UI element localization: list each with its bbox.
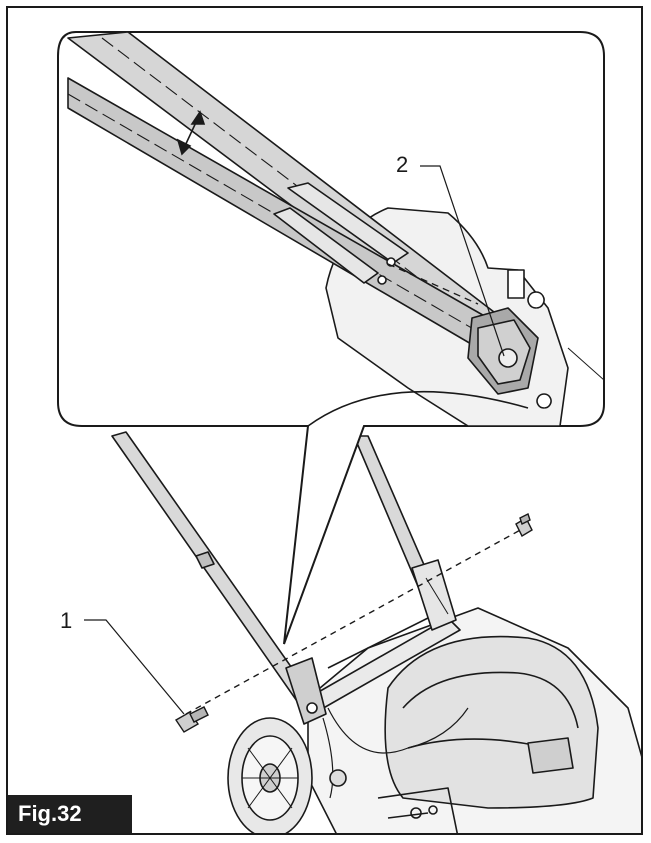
cable (327, 707, 469, 754)
detail-inset (57, 31, 605, 645)
callout-label-1: 1 (60, 608, 73, 633)
callout-label-2: 2 (396, 152, 409, 177)
figure-label: Fig.32 (8, 795, 132, 833)
inset-frame (57, 31, 605, 645)
bolt-axis-line (185, 527, 525, 715)
leader-line-1 (84, 619, 185, 715)
bolt-hole (498, 348, 518, 368)
grass-bag (384, 635, 599, 809)
bolt-icon (515, 513, 533, 537)
bolt-icon (175, 706, 209, 733)
lawnmower-diagram (57, 31, 641, 833)
bag-handle (527, 737, 574, 774)
figure-frame: 1 2 Fig.32 (6, 6, 643, 835)
adjust-arrow-icon (176, 110, 206, 156)
mower-body (227, 607, 641, 833)
handle-right-tube (353, 435, 457, 631)
rear-wheel (227, 717, 313, 833)
handle-left-tube (111, 431, 327, 725)
leader-line-2 (420, 165, 505, 357)
